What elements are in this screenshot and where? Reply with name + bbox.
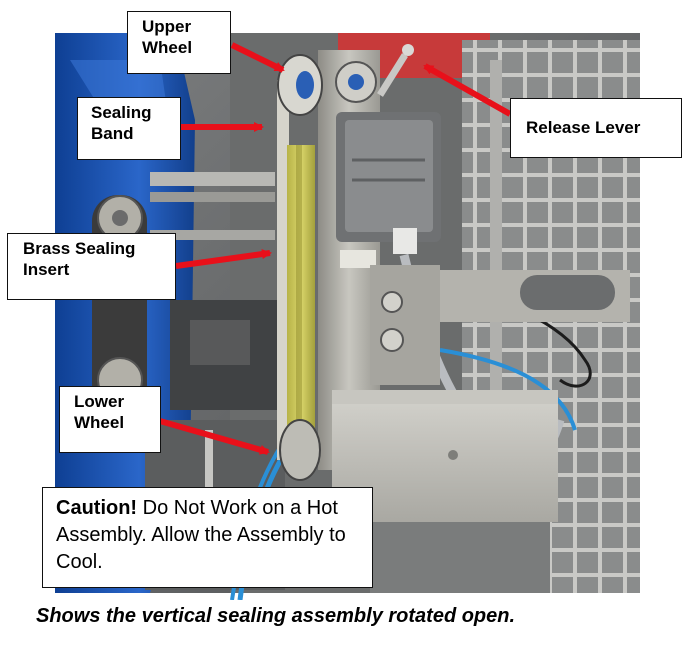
caution-note: Caution! Do Not Work on a Hot Assembly. … [42, 487, 373, 588]
label-brass-sealing-insert: Brass Sealing Insert [7, 233, 176, 300]
callout-arrows [159, 42, 512, 455]
label-sealing-band: Sealing Band [77, 97, 181, 160]
label-release-lever: Release Lever [510, 98, 682, 158]
label-upper-wheel: Upper Wheel [127, 11, 231, 74]
figure-caption: Shows the vertical sealing assembly rota… [36, 605, 516, 627]
caution-heading: Caution! [56, 497, 138, 519]
label-lower-wheel: Lower Wheel [59, 386, 161, 453]
caution-body: Do Not Work on a Hot Assembly. Allow the… [56, 497, 346, 573]
